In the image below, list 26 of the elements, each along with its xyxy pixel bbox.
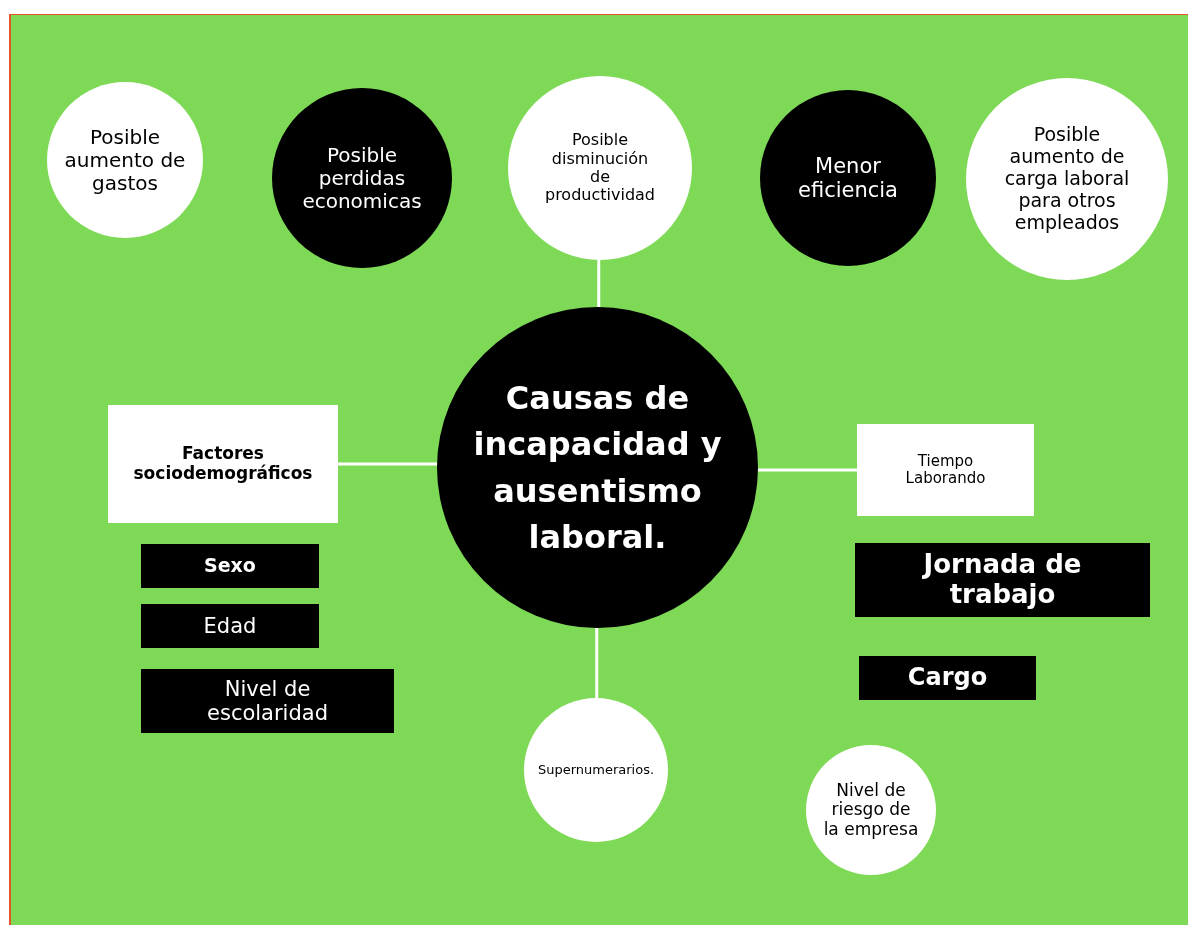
node-label: Tiempo Laborando [904, 452, 987, 488]
node-label: Nivel de riesgo de la empresa [823, 780, 919, 840]
node-label: Posible aumento de carga laboral para otros empleados [1003, 124, 1131, 234]
node-label: Supernumerarios. [536, 762, 656, 778]
box-node [859, 656, 1036, 700]
node-label: Menor eficiencia [797, 153, 899, 203]
connector-line [595, 628, 599, 698]
box-node [857, 424, 1034, 516]
node-label: Factores sociodemográficos [132, 444, 314, 484]
node-label: Edad [202, 613, 258, 639]
node-label: Posible aumento de gastos [63, 125, 187, 195]
node-label: Posible perdidas economicas [301, 143, 423, 213]
box-node [141, 669, 394, 733]
node-label: Sexo [203, 555, 257, 577]
connector-line [597, 260, 601, 307]
node-label: Causas de incapacidad y ausentismo laboral. [472, 377, 723, 558]
box-node [141, 544, 319, 588]
connector-line [758, 468, 857, 472]
box-node [108, 405, 338, 523]
node-label: Nivel de escolaridad [206, 676, 329, 726]
node-label: Posible disminución de productividad [544, 131, 656, 205]
box-node [855, 543, 1150, 617]
node-label: Cargo [906, 664, 989, 692]
node-label: Jornada de trabajo [921, 550, 1083, 610]
connector-line [338, 462, 437, 466]
box-node [141, 604, 319, 648]
